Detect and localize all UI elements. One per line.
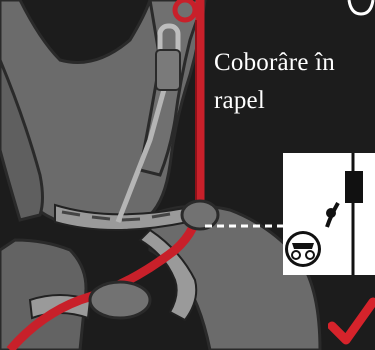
descender-device-icon bbox=[345, 171, 363, 203]
harness-icon bbox=[285, 231, 321, 267]
descender-device bbox=[156, 50, 180, 90]
detail-inset bbox=[283, 153, 375, 275]
checkmark-icon bbox=[328, 296, 375, 348]
climber-hand-guide bbox=[182, 201, 218, 229]
caption: Coborâre în rapel bbox=[214, 44, 374, 120]
climber-hand-brake bbox=[90, 282, 150, 318]
corner-badge-icon bbox=[347, 0, 375, 18]
